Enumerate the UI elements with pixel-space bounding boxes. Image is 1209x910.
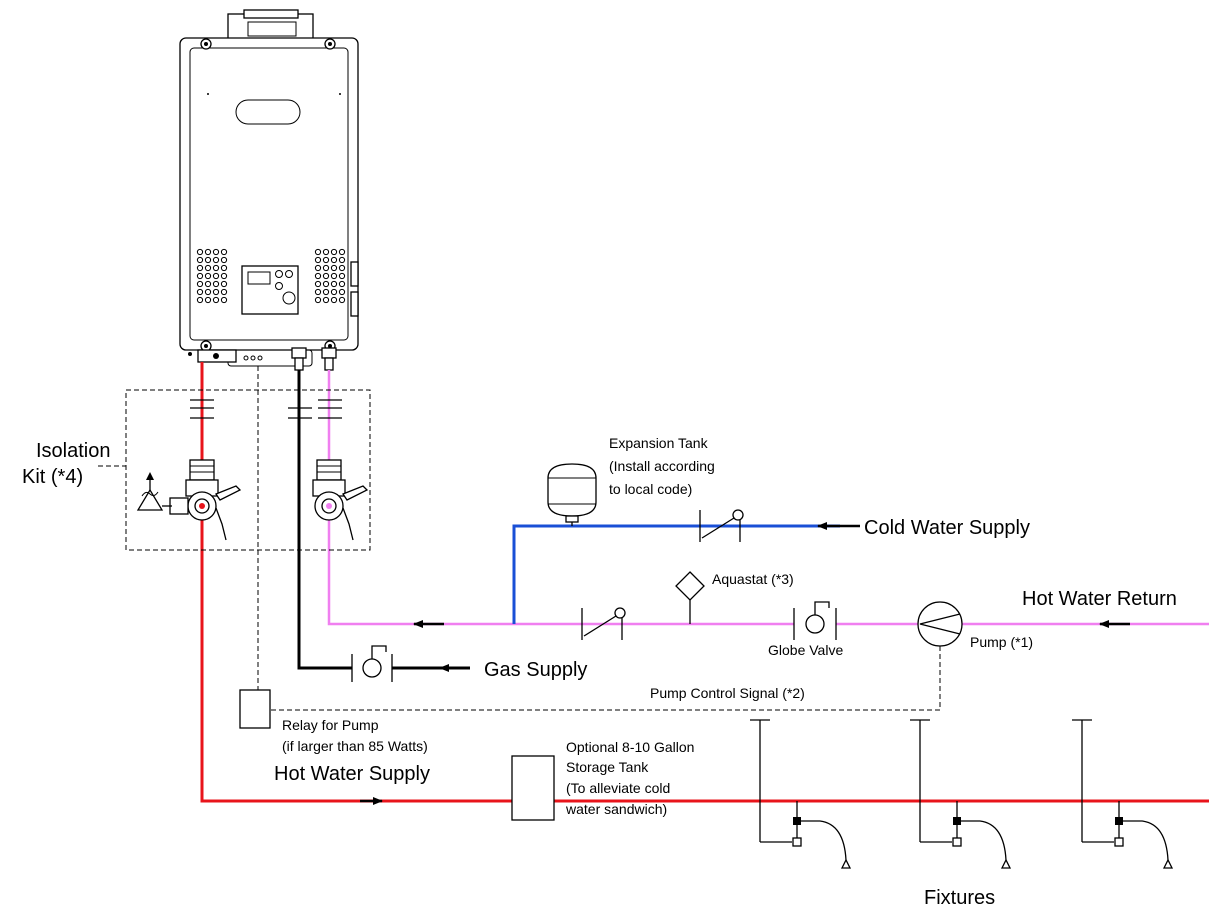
vent-hole — [220, 272, 228, 280]
vent-hole — [314, 280, 322, 288]
vent-hole — [338, 264, 346, 272]
pump-icon — [270, 601, 963, 711]
gas-supply-label: Gas Supply — [484, 659, 587, 681]
vent-hole — [314, 256, 322, 264]
vent-hole — [204, 248, 212, 256]
vent-hole — [338, 256, 346, 264]
storage-tank-icon — [511, 755, 555, 821]
pump-label: Pump (*1) — [970, 634, 1033, 650]
vent-hole — [220, 248, 228, 256]
isolation-kit-box — [125, 389, 371, 551]
vent-hole — [322, 256, 330, 264]
vent-hole — [338, 288, 346, 296]
vent-hole — [322, 272, 330, 280]
vent-grid-left — [196, 248, 228, 304]
pipe-unions — [190, 399, 342, 419]
vent-hole — [322, 288, 330, 296]
vent-hole — [338, 280, 346, 288]
vent-hole — [314, 296, 322, 304]
vent-hole — [204, 272, 212, 280]
globe-valve-label: Globe Valve — [768, 642, 843, 658]
check-valve-icon — [699, 509, 744, 542]
cold-water-supply-label: Cold Water Supply — [864, 517, 1030, 539]
vent-hole — [196, 248, 204, 256]
vent-hole — [330, 296, 338, 304]
isolation-valve-hot — [169, 459, 242, 541]
vent-hole — [196, 280, 204, 288]
vent-hole — [322, 264, 330, 272]
vent-hole — [338, 248, 346, 256]
fixture-icon — [1072, 719, 1174, 869]
vent-hole — [338, 296, 346, 304]
check-valve-return-icon — [581, 607, 626, 640]
cold-water-supply-pipe — [512, 524, 840, 624]
vent-hole — [314, 288, 322, 296]
vent-hole — [322, 280, 330, 288]
tankless-water-heater-icon — [179, 9, 359, 371]
gas-valve-icon — [351, 645, 393, 682]
vent-hole — [220, 280, 228, 288]
vent-hole — [204, 256, 212, 264]
vent-hole — [322, 296, 330, 304]
globe-valve-icon — [793, 601, 837, 640]
vent-hole — [212, 248, 220, 256]
fixture-icon — [910, 719, 1012, 869]
relay-for-pump-label: Relay for Pump (if larger than 85 Watts) — [282, 717, 428, 754]
vent-hole — [212, 272, 220, 280]
vent-hole — [330, 280, 338, 288]
vent-hole — [212, 288, 220, 296]
vent-grid-right — [314, 248, 346, 304]
vent-hole — [314, 272, 322, 280]
aquastat-icon — [675, 571, 705, 624]
vent-hole — [204, 288, 212, 296]
fixture-icon — [750, 719, 852, 869]
storage-tank-label: Optional 8-10 Gallon Storage Tank (To al… — [565, 739, 698, 817]
vent-hole — [330, 272, 338, 280]
hot-water-return-label: Hot Water Return — [1022, 588, 1177, 610]
fixtures-group — [750, 719, 1174, 869]
vent-hole — [330, 288, 338, 296]
vent-hole — [322, 248, 330, 256]
vent-hole — [314, 248, 322, 256]
vent-hole — [212, 264, 220, 272]
vent-hole — [330, 256, 338, 264]
vent-hole — [196, 264, 204, 272]
expansion-tank-icon — [547, 463, 597, 526]
vent-hole — [220, 296, 228, 304]
vent-hole — [212, 256, 220, 264]
pressure-relief-valve-icon — [136, 472, 172, 511]
aquastat-label: Aquastat (*3) — [712, 571, 794, 587]
vent-hole — [212, 280, 220, 288]
relay-box — [239, 689, 271, 729]
vent-hole — [220, 264, 228, 272]
vent-hole — [220, 288, 228, 296]
vent-hole — [204, 264, 212, 272]
vent-hole — [330, 248, 338, 256]
isolation-kit-label: Isolation Kit (*4) — [22, 440, 116, 488]
vent-hole — [204, 296, 212, 304]
expansion-tank-label: Expansion Tank (Install according to loc… — [609, 435, 719, 497]
hot-water-supply-label: Hot Water Supply — [274, 763, 430, 785]
pump-control-signal-label: Pump Control Signal (*2) — [650, 685, 805, 701]
vent-hole — [196, 288, 204, 296]
vent-hole — [314, 264, 322, 272]
vent-hole — [330, 264, 338, 272]
vent-hole — [220, 256, 228, 264]
vent-hole — [212, 296, 220, 304]
vent-hole — [196, 256, 204, 264]
vent-hole — [196, 296, 204, 304]
fixtures-label: Fixtures — [924, 887, 995, 909]
vent-hole — [196, 272, 204, 280]
isolation-valve-cold — [312, 459, 369, 541]
vent-hole — [204, 280, 212, 288]
hot-water-return-pipe — [327, 370, 1209, 626]
vent-hole — [338, 272, 346, 280]
